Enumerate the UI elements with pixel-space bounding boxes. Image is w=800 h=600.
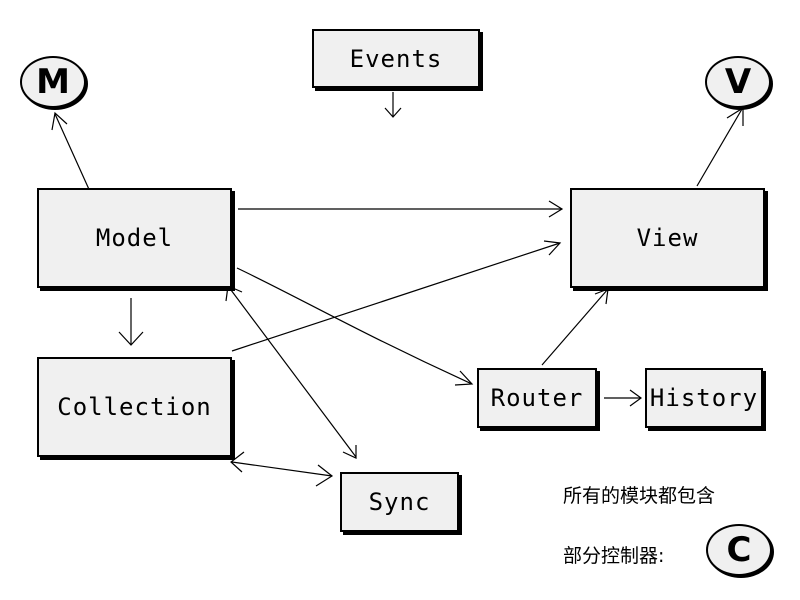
note-line-2: 部分控制器: [563,545,665,567]
arrow-model-to-collection [118,298,144,346]
router-node: Router [477,368,597,428]
arrow-router-to-view [541,288,609,366]
sync-node: Sync [340,472,459,532]
history-node: History [645,368,763,428]
events-node: Events [312,29,480,88]
view-node: View [570,188,765,288]
collection-node: Collection [37,357,232,457]
m-circle: M [20,56,86,108]
arrow-router-to-history [604,389,643,407]
arrow-events-down [384,92,402,118]
arrow-view-to-v [696,106,744,187]
v-circle: V [705,56,771,108]
model-node: Model [37,188,232,288]
arrow-collection-to-view [231,240,562,352]
note-line-1: 所有的模块都包含 [563,485,716,507]
c-circle: C [706,524,772,576]
arrow-collection-sync [230,451,334,487]
arrow-model-to-router [236,267,474,386]
arrow-model-to-m [51,111,93,197]
arrow-model-sync [225,285,357,459]
arrow-model-to-view [238,200,564,218]
